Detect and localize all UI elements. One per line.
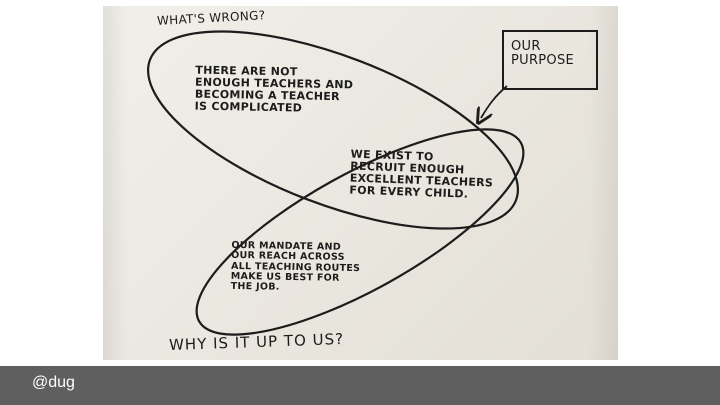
footer-bar [0, 366, 720, 405]
photo-shadow [103, 6, 127, 360]
our-purpose-label: OUR PURPOSE [511, 39, 575, 69]
purpose-statement: WE EXIST TO RECRUIT ENOUGH EXCELLENT TEA… [349, 147, 494, 201]
mandate-ellipse [195, 128, 525, 336]
problem-ellipse [147, 30, 519, 230]
mandate-statement: OUR MANDATE AND OUR REACH ACROSS ALL TEA… [230, 239, 361, 293]
purpose-arrow [481, 85, 508, 118]
author-handle: @dug [32, 374, 75, 391]
purpose-box [502, 30, 598, 90]
problem-statement: THERE ARE NOT ENOUGH TEACHERS AND BECOMI… [194, 63, 354, 115]
whiteboard-photo: WHAT'S WRONG? THERE ARE NOT ENOUGH TEACH… [103, 6, 618, 360]
photo-shadow [588, 6, 618, 360]
